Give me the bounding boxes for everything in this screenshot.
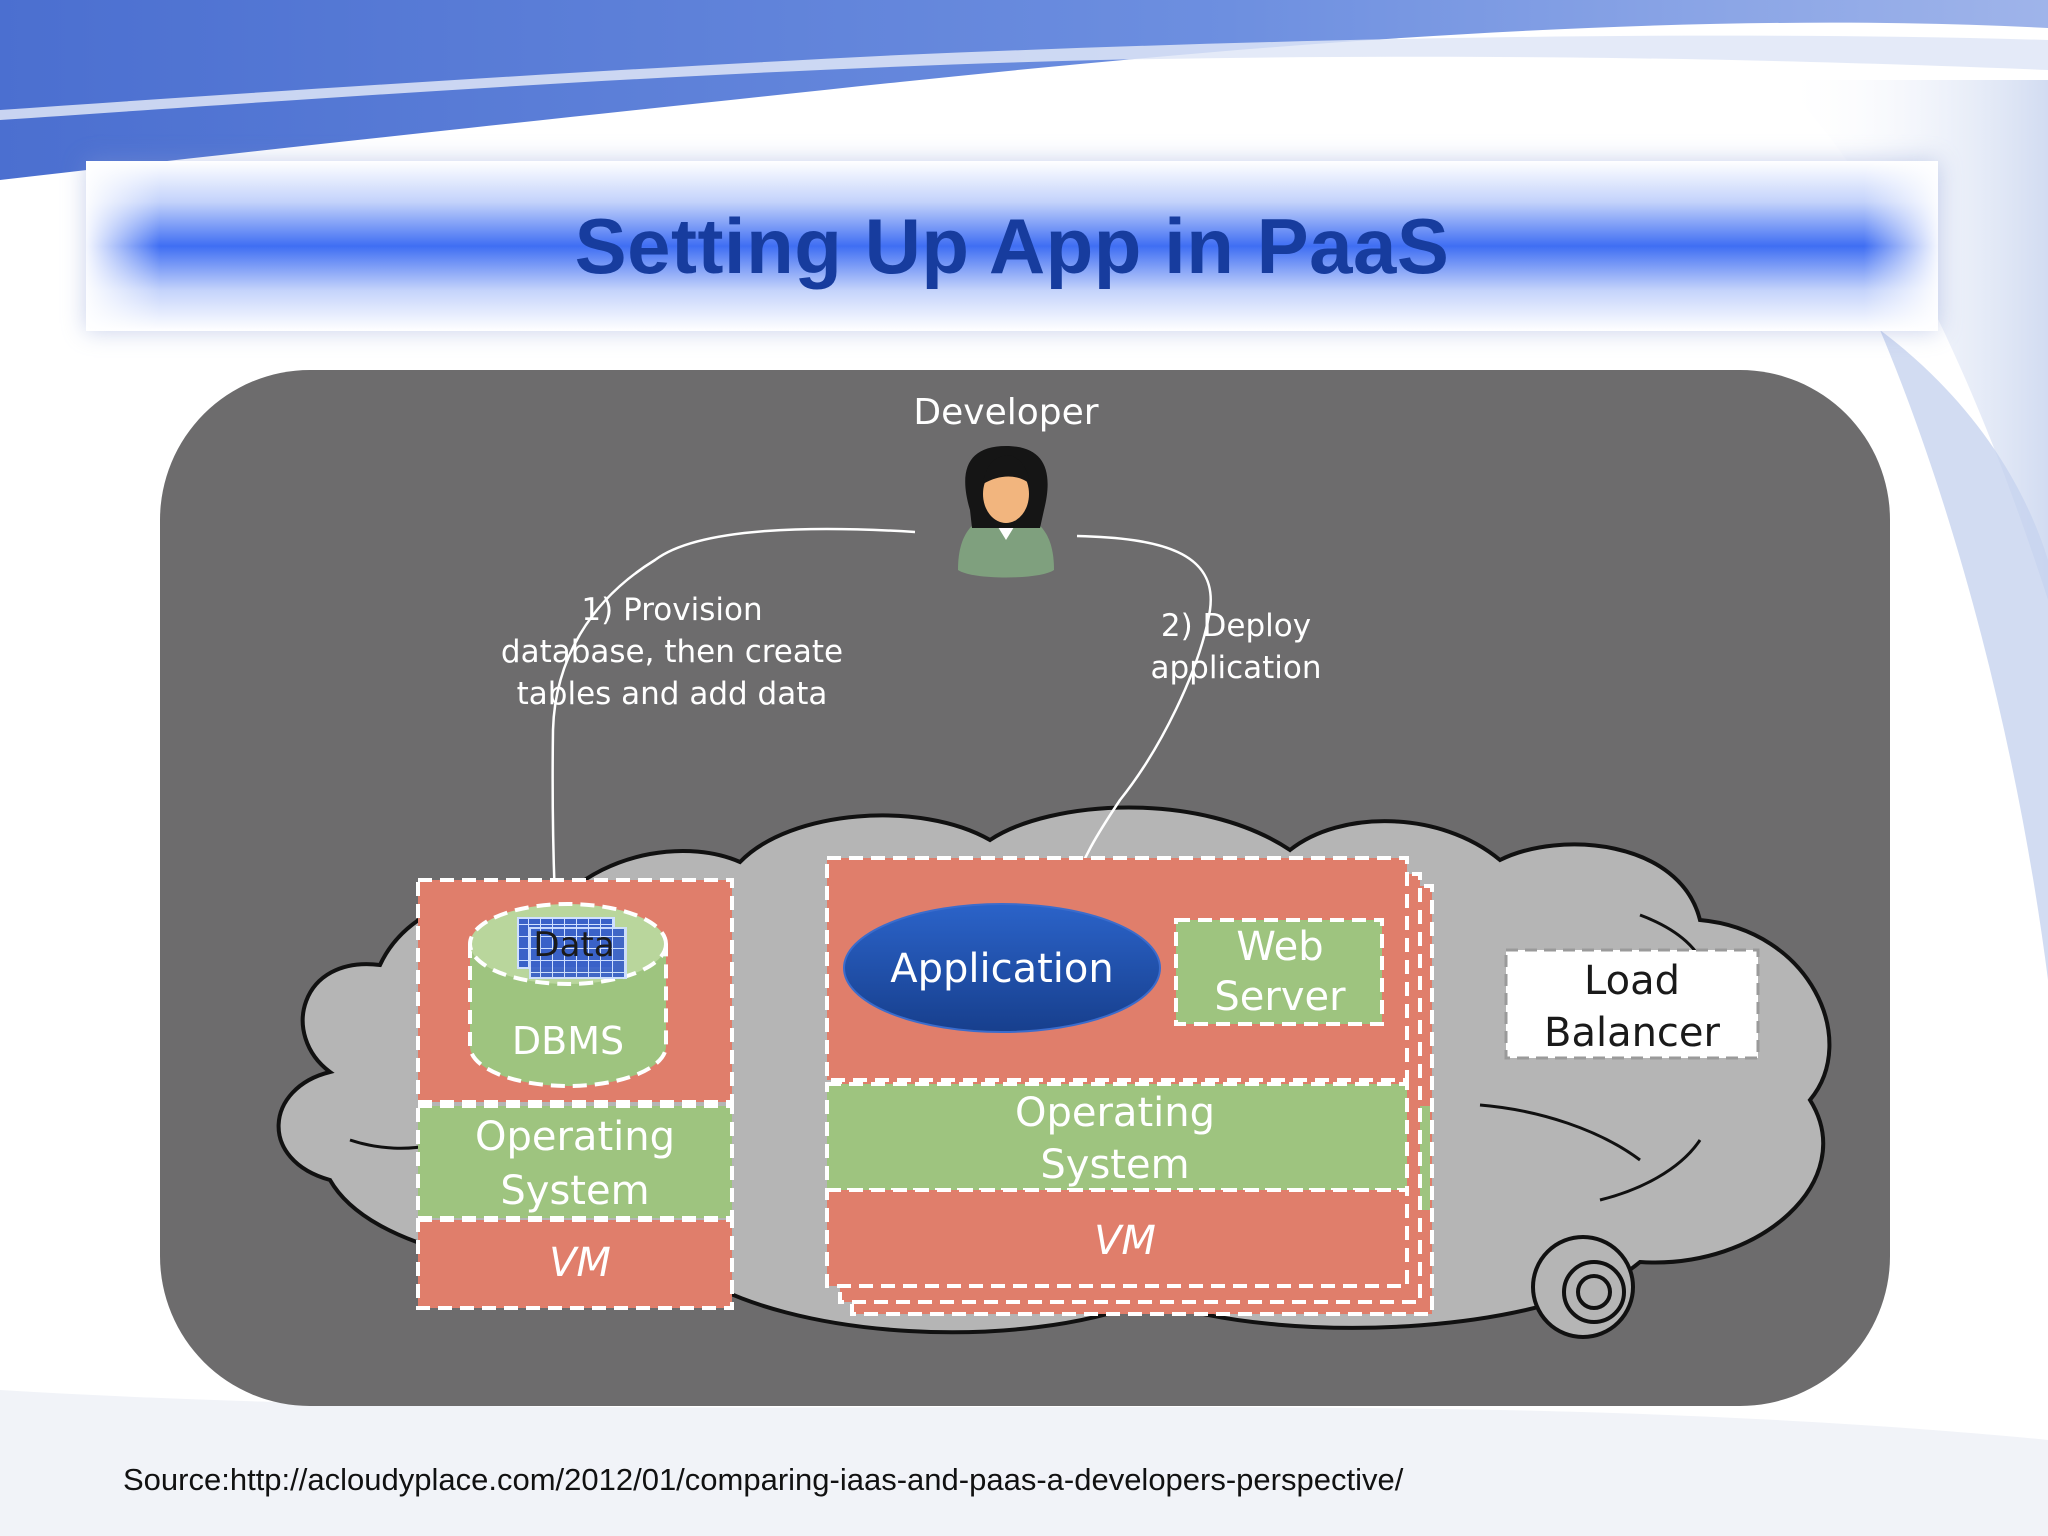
application-ellipse (843, 903, 1161, 1033)
developer-icon (958, 446, 1054, 578)
step2-label-line1: 2) Deploy (1161, 608, 1311, 644)
web-server-label-line1: Web (1236, 924, 1323, 970)
app-server-stack: Application Web Server Operating System … (825, 856, 1409, 1288)
web-server-box (1174, 918, 1384, 1026)
title-banner (86, 161, 1938, 331)
db-os-layer (416, 1104, 734, 1220)
web-server-label-line2: Server (1214, 974, 1346, 1020)
step1-label-line2: database, then create (501, 634, 843, 670)
app-os-label-line2: System (1040, 1142, 1189, 1188)
db-server-stack: Data DBMS Operating System VM (416, 878, 734, 1310)
load-balancer-label-line2: Balancer (1544, 1010, 1721, 1056)
load-balancer-label-line1: Load (1584, 958, 1680, 1004)
deploy-arrow (1061, 534, 1212, 908)
app-vm-label: VM (1094, 1218, 1156, 1264)
page-title: Setting Up App in PaaS (574, 202, 1450, 290)
step1-label-line1: 1) Provision (581, 592, 762, 628)
db-os-label-line1: Operating (475, 1114, 675, 1160)
db-os-label-line2: System (500, 1168, 649, 1214)
app-os-label-line1: Operating (1015, 1090, 1215, 1136)
db-vm-layer (416, 1218, 734, 1310)
developer-label: Developer (913, 392, 1098, 433)
data-label: Data (533, 925, 614, 965)
db-vm-label: VM (549, 1240, 611, 1286)
load-balancer: Load Balancer (1504, 948, 1760, 1060)
step1-label-line3: tables and add data (517, 676, 828, 712)
source-caption: Source:http://acloudyplace.com/2012/01/c… (123, 1462, 1404, 1497)
app-os-layer (825, 1082, 1409, 1192)
app-vm-layer (825, 1188, 1409, 1288)
dbms-label: DBMS (512, 1019, 624, 1063)
application-label: Application (890, 946, 1114, 992)
step2-label-line2: application (1151, 650, 1322, 686)
data-grid-icon (517, 917, 627, 979)
storage-disk-icon (1531, 1235, 1635, 1339)
